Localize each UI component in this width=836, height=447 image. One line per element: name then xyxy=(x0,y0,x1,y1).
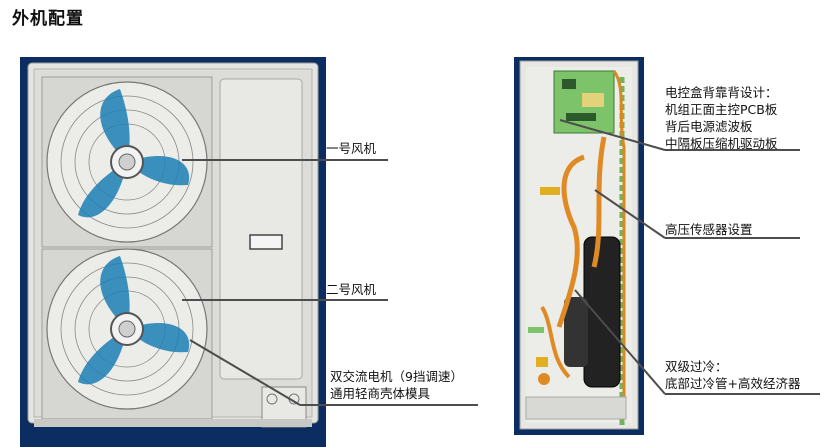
pressure-sensor-label: 高压传感器设置 xyxy=(665,222,753,237)
motor-label-line2: 通用轻商壳体模具 xyxy=(330,386,431,401)
page-title: 外机配置 xyxy=(12,9,84,29)
control-box-label-line1: 电控盒背靠背设计： xyxy=(665,85,778,100)
fan-2-label: 二号风机 xyxy=(326,282,377,297)
subcooling-label-line1: 双级过冷： xyxy=(665,359,728,374)
control-box-label-line4: 中隔板压缩机驱动板 xyxy=(665,136,778,151)
outdoor-unit-internal-image xyxy=(514,57,644,435)
outdoor-unit-front-image xyxy=(20,57,326,447)
motor-label-line1: 双交流电机（9挡调速） xyxy=(330,369,463,384)
subcooling-label-line2: 底部过冷管+高效经济器 xyxy=(665,376,801,391)
fan-1-label: 一号风机 xyxy=(326,141,377,156)
control-box-label-line3: 背后电源滤波板 xyxy=(665,119,753,134)
control-box-label-line2: 机组正面主控PCB板 xyxy=(665,102,778,117)
